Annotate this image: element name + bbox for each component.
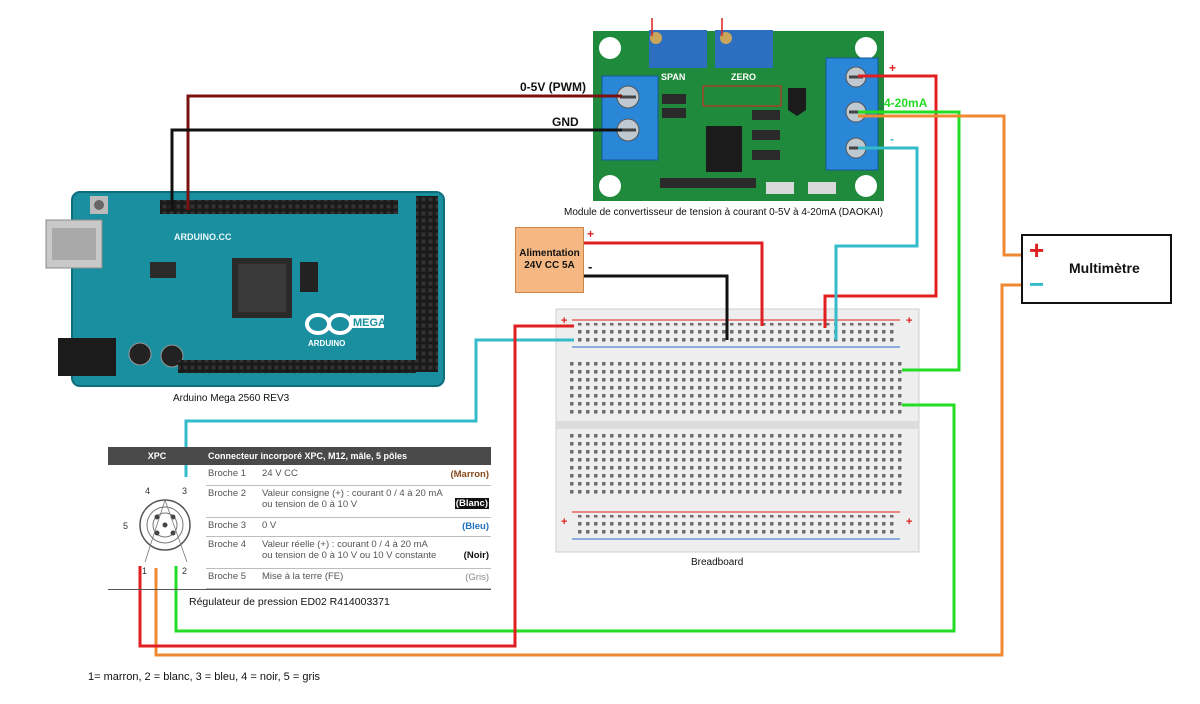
svg-text:+: + [561, 315, 567, 327]
color-legend: 1= marron, 2 = blanc, 3 = bleu, 4 = noir… [88, 671, 321, 683]
wires [138, 74, 1021, 657]
module-caption: Module de convertisseur de tension à cou… [564, 207, 883, 218]
module-minus-sign: - [890, 132, 894, 146]
multimeter-box: + − Multimètre [1021, 234, 1172, 304]
multimeter-plus: + [1029, 235, 1045, 265]
pin-description: 24 V CC [262, 468, 298, 479]
pin-color: (Gris) [465, 572, 489, 583]
multimeter-plus-wire [858, 114, 1021, 257]
arduino-brand-text: ARDUINO.CC [174, 232, 232, 242]
multimeter-label: Multimètre [1069, 260, 1140, 276]
pin-description-2: ou tension de 0 à 10 V ou 10 V constante [262, 550, 437, 561]
pin-color: (Blanc) [454, 498, 489, 509]
span-label: SPAN [661, 72, 685, 82]
table-row: Broche 5 Mise à la terre (FE) (Gris) [206, 568, 491, 589]
psu-line-1: Alimentation [519, 248, 580, 259]
current-wire-label: 4-20mA [884, 96, 928, 110]
pin-description: Mise à la terre (FE) [262, 571, 344, 582]
xpc-pin-2-label: 2 [182, 566, 187, 576]
regulator-caption: Régulateur de pression ED02 R414003371 [189, 596, 390, 608]
xpc-pin-5-label: 5 [123, 521, 128, 531]
psu-minus-wire [584, 274, 729, 340]
module-ic-chip [706, 126, 742, 172]
multimeter-minus: − [1029, 269, 1045, 299]
module-plus-wire [823, 74, 938, 328]
converter-module-board: SPAN ZERO [593, 18, 884, 201]
xpc-pinout-table: XPC Connecteur incorporé XPC, M12, mâle,… [108, 447, 491, 592]
psu-plus-wire [584, 241, 764, 326]
table-row: Broche 4 Valeur réelle (+) : courant 0 /… [206, 536, 491, 569]
breadboard: + + + + [555, 308, 920, 553]
psu-plus-sign: + [587, 227, 594, 241]
xpc-pin-4-label: 4 [145, 486, 150, 496]
svg-text:+: + [906, 315, 912, 327]
pin-name: Broche 5 [208, 571, 247, 582]
pin-name: Broche 4 [208, 539, 247, 550]
xpc-pin-3-label: 3 [182, 486, 187, 496]
pin-color: (Marron) [450, 469, 489, 480]
power-supply-box: Alimentation 24V CC 5A [515, 227, 584, 293]
module-minus-wire [834, 146, 919, 340]
zero-label: ZERO [731, 72, 756, 82]
regulator-pin2-wire [174, 403, 956, 633]
pwm-wire [186, 94, 622, 210]
svg-text:+: + [561, 516, 567, 528]
current-out-wire [858, 110, 961, 372]
pin-name: Broche 1 [208, 468, 247, 479]
psu-line-2: 24V CC 5A [524, 260, 575, 271]
arduino-mega-board: ARDUINO.CC ARDUINO MEGA [45, 191, 445, 387]
pin-name: Broche 2 [208, 488, 247, 499]
table-bottom-rule [108, 589, 491, 590]
pin-description: Valeur réelle (+) : courant 0 / 4 à 20 m… [262, 539, 428, 550]
pin-description: Valeur consigne (+) : courant 0 / 4 à 20… [262, 488, 443, 499]
pin-description: 0 V [262, 520, 277, 531]
arduino-logo-text: ARDUINO [308, 339, 345, 348]
gnd-wire [170, 128, 622, 210]
pin-color: (Noir) [463, 550, 489, 561]
xpc-header-col2: Connecteur incorporé XPC, M12, mâle, 5 p… [208, 451, 408, 461]
arduino-caption: Arduino Mega 2560 REV3 [173, 393, 290, 404]
regulator-pin3-wire [184, 338, 574, 477]
table-row: Broche 2 Valeur consigne (+) : courant 0… [206, 485, 491, 518]
xpc-connector-drawing: 1 2 3 4 5 [123, 486, 191, 576]
arduino-model-text: MEGA [353, 317, 386, 329]
module-plus-sign: + [889, 61, 896, 75]
table-row: Broche 1 24 V CC (Marron) [206, 465, 491, 486]
breadboard-caption: Breadboard [691, 557, 743, 568]
xpc-header-col1: XPC [147, 451, 167, 461]
pin-color: (Bleu) [462, 521, 489, 532]
xpc-table-header: XPC Connecteur incorporé XPC, M12, mâle,… [108, 447, 491, 465]
pwm-wire-label: 0-5V (PWM) [520, 80, 586, 94]
pin-description-block: Valeur consigne (+) : courant 0 / 4 à 20… [262, 488, 443, 510]
multimeter-minus-wire [154, 283, 1021, 657]
regulator-pin1-wire [138, 324, 574, 648]
pin-description-block: Valeur réelle (+) : courant 0 / 4 à 20 m… [262, 539, 436, 561]
svg-text:+: + [906, 516, 912, 528]
pin-name: Broche 3 [208, 520, 247, 531]
table-row: Broche 3 0 V (Bleu) [206, 517, 491, 537]
gnd-wire-label: GND [552, 115, 579, 129]
pin-description-2: ou tension de 0 à 10 V [262, 499, 358, 510]
xpc-pin-1-label: 1 [142, 566, 147, 576]
psu-minus-sign: - [588, 259, 592, 274]
power-jack [58, 338, 116, 376]
